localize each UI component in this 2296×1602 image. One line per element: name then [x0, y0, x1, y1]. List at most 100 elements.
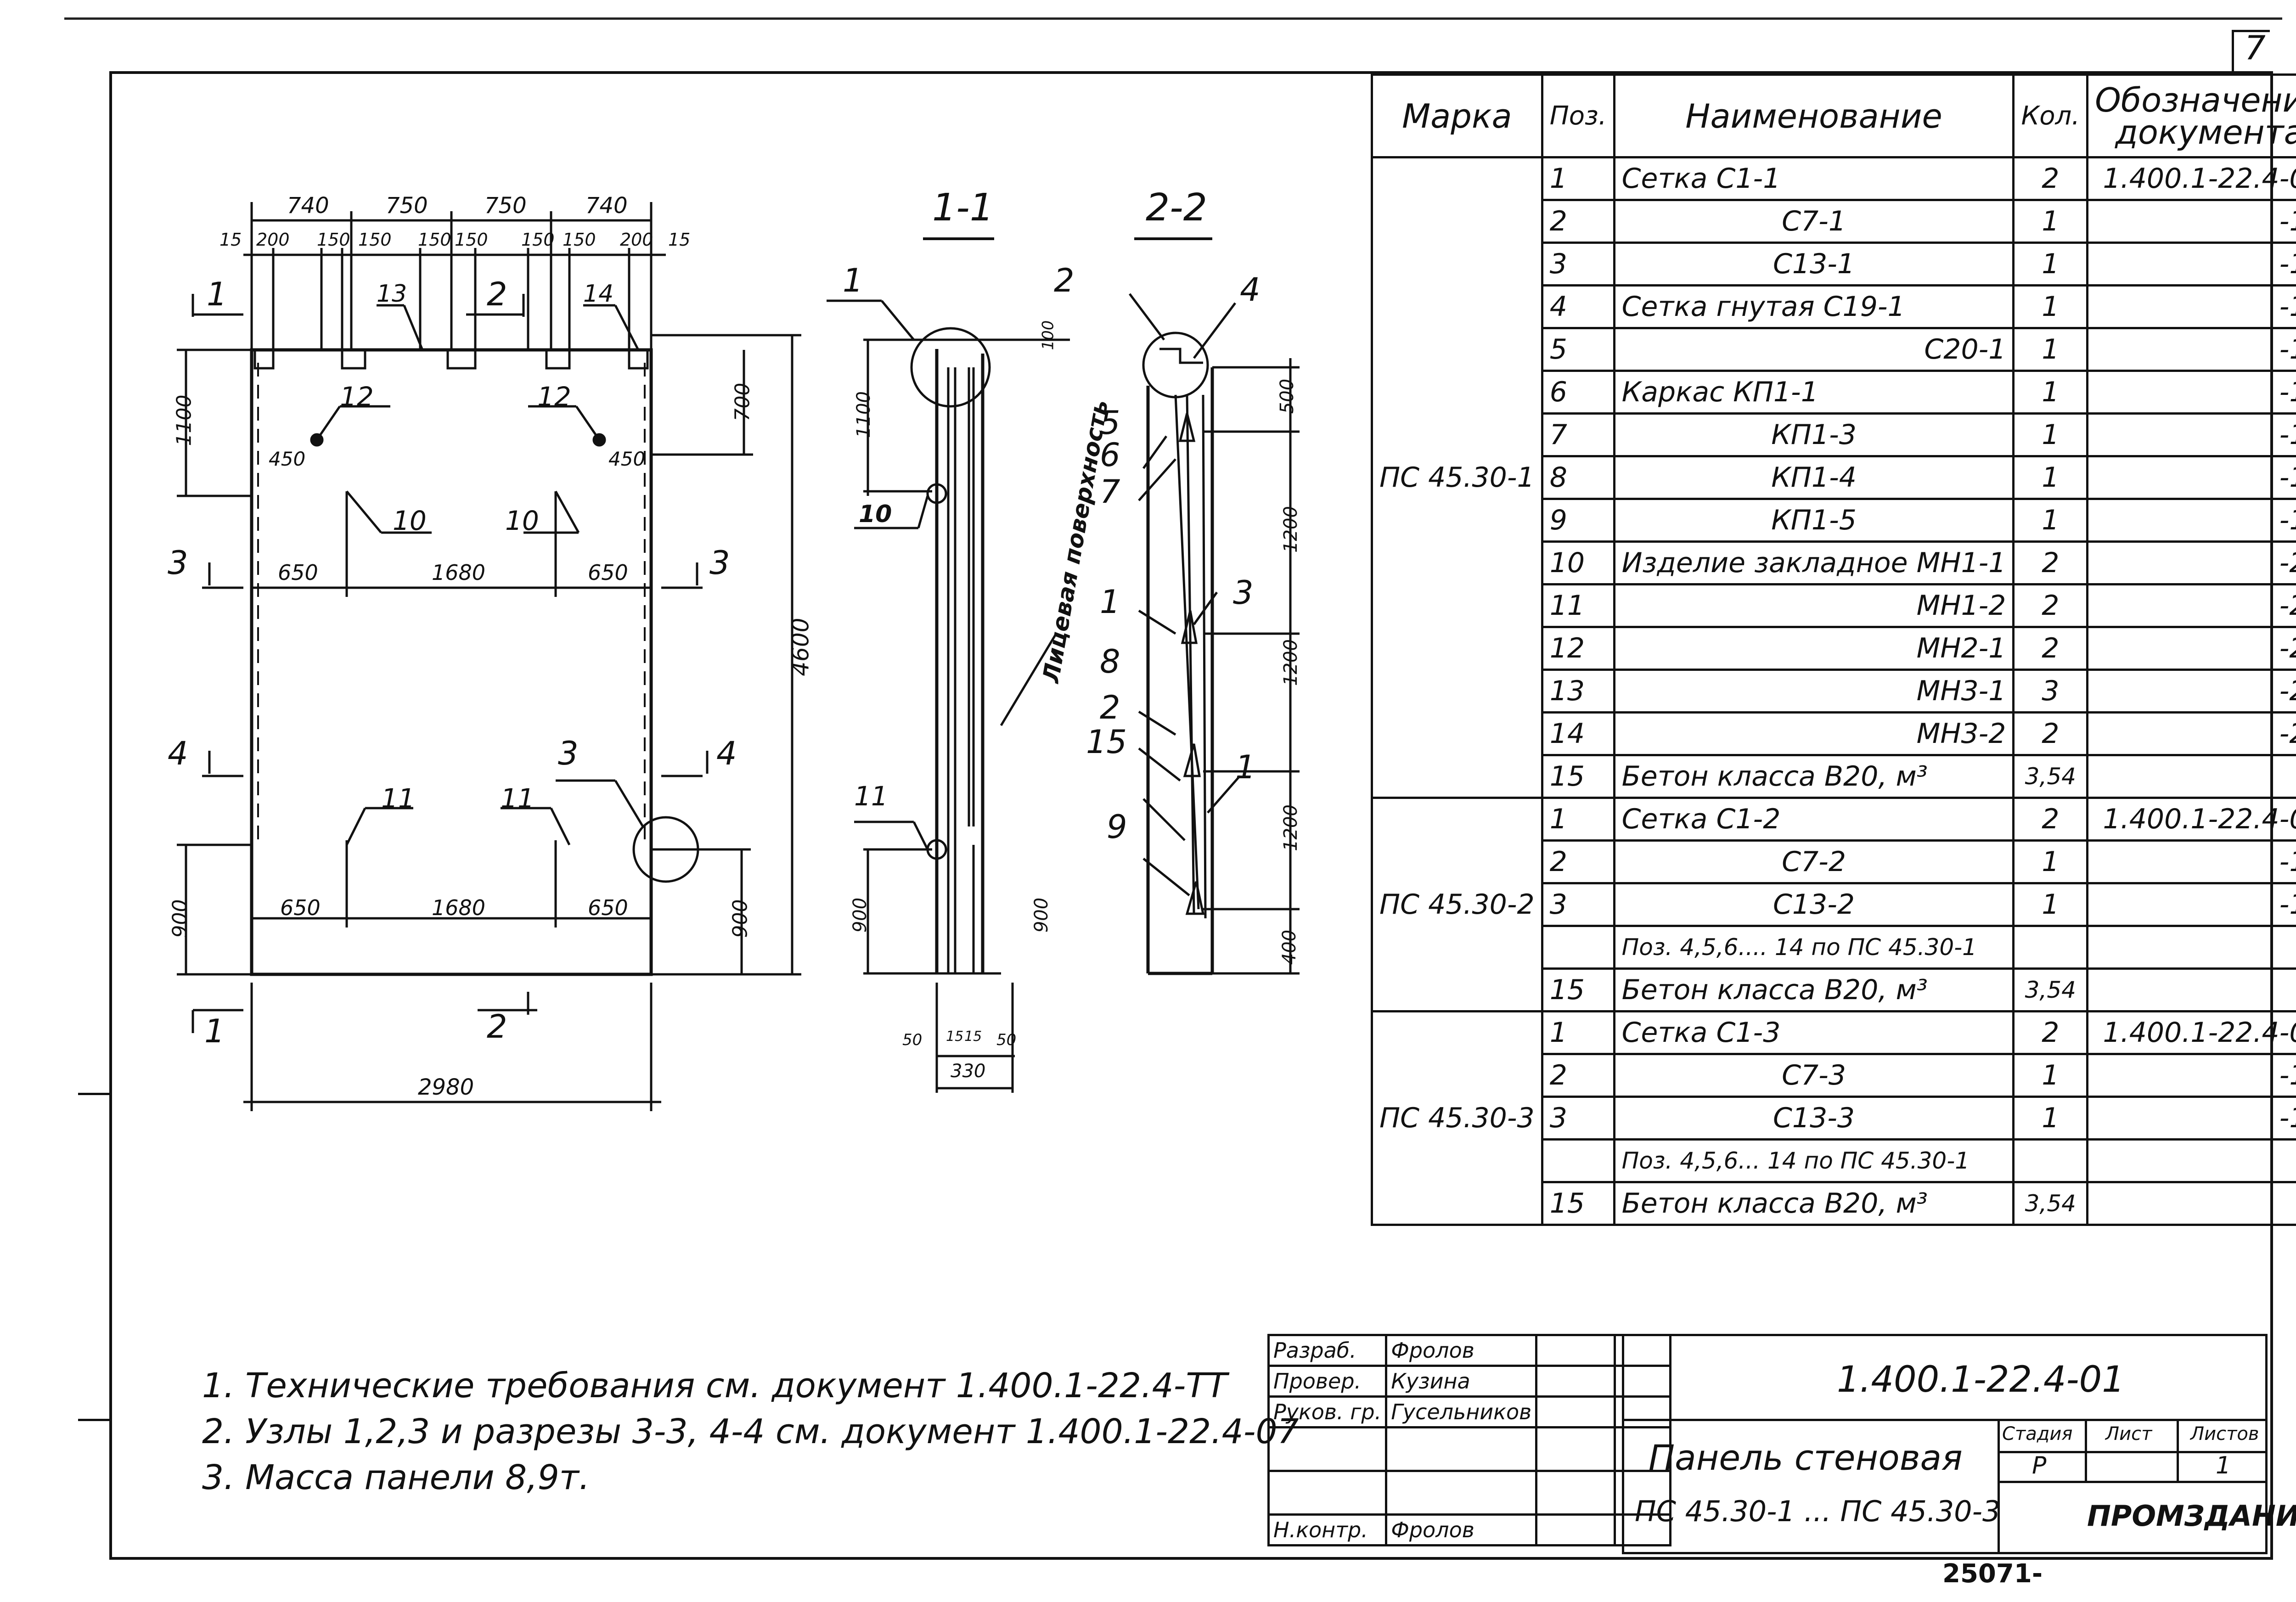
title-row: Руков. гр.Гусельников: [1267, 1395, 1672, 1428]
qty-cell: 2: [2012, 583, 2089, 628]
doc-cell: -22: [2086, 626, 2296, 671]
pos-cell: 15: [1541, 754, 1615, 799]
title-block-divider: [2085, 1419, 2087, 1481]
dim-sub: 15: [668, 230, 691, 250]
pos-cell: 7: [1541, 412, 1615, 457]
dim-900-right: 900: [728, 899, 752, 938]
doc-cell: -14: [2086, 882, 2296, 927]
callout-node-3: 3: [558, 735, 579, 772]
top-trim-line: [64, 17, 2282, 20]
sheets-value: 1: [2216, 1452, 2231, 1479]
qty-cell: 2: [2012, 540, 2089, 585]
dim-650: 650: [588, 560, 628, 585]
qty-cell: 2: [2012, 1010, 2089, 1055]
s2-dim-1200: 1200: [1280, 506, 1301, 553]
s2-callout-9: 9: [1107, 808, 1127, 846]
name-cell: КП1-3: [1613, 412, 2015, 457]
dim-1100: 1100: [172, 394, 196, 446]
title-row: Разраб.Фролов: [1267, 1334, 1672, 1367]
pos-cell: 15: [1541, 1181, 1615, 1226]
header-qty: Кол.: [2012, 73, 2089, 158]
dim-2980: 2980: [418, 1074, 474, 1100]
pos-cell: 12: [1541, 626, 1615, 671]
dim-sub: 150: [521, 230, 555, 250]
header-pos: Поз.: [1541, 73, 1615, 158]
pos-cell: 1: [1541, 1010, 1615, 1055]
marka-cell: ПС 45.30-1: [1371, 156, 1543, 799]
qty-cell: 3,54: [2012, 967, 2089, 1012]
name-cell: Сетка гнутая С19-1: [1613, 284, 2015, 329]
cut-3-right: 3: [709, 544, 730, 582]
sheet-number: 7: [2245, 28, 2266, 67]
dim-1680: 1680: [432, 895, 486, 920]
pos-cell: 6: [1541, 370, 1615, 415]
pos-cell: 3: [1541, 242, 1615, 287]
doc-cell: -22: [2086, 669, 2296, 714]
callout-10: 10: [505, 505, 539, 536]
s1-dim-1100: 1100: [853, 391, 874, 438]
qty-cell: 1: [2012, 1096, 2089, 1141]
table-row: 2С7-31-11: [1372, 1053, 2296, 1098]
callout-12: 12: [537, 381, 571, 412]
dim-sub: 150: [563, 230, 596, 250]
signature-cell: [1535, 1513, 1616, 1546]
name-cell: С7-3: [1613, 1053, 2015, 1098]
doc-cell: 1.400.1-22.4-08: [2086, 1010, 2296, 1055]
header-marka: Марка: [1371, 73, 1543, 158]
doc-cell: -14: [2086, 1096, 2296, 1141]
s2-dim-1200: 1200: [1280, 639, 1301, 686]
qty-cell: 3,54: [2012, 1181, 2089, 1226]
dim-top-750b: 750: [484, 193, 527, 219]
pos-cell: 11: [1541, 583, 1615, 628]
doc-cell: [2086, 967, 2296, 1012]
qty-cell: 1: [2012, 199, 2089, 244]
callout-11: 11: [501, 783, 535, 814]
dim-sub: 15: [219, 230, 242, 250]
qty-cell: 2: [2012, 626, 2089, 671]
pos-cell: 2: [1541, 839, 1615, 884]
s2-callout-2b: 2: [1100, 689, 1120, 726]
callout-13: 13: [377, 280, 407, 308]
sheet-number-box: [2232, 30, 2270, 73]
qty-cell: [2012, 1138, 2089, 1183]
table-row: Поз. 4,5,6... 14 по ПС 45.30-1: [1372, 1138, 2296, 1183]
doc-cell: -22: [2086, 711, 2296, 756]
s2-callout-8: 8: [1100, 643, 1120, 680]
doc-cell: [2086, 1181, 2296, 1226]
header-doc: Обозначение документа: [2086, 73, 2296, 158]
callout-12: 12: [340, 381, 374, 412]
cut-2-bottom: 2: [487, 1008, 507, 1046]
dim-sub: 200: [256, 230, 290, 250]
s2-callout-4: 4: [1240, 271, 1261, 309]
pos-cell: 5: [1541, 327, 1615, 372]
doc-cell: -19: [2086, 370, 2296, 415]
s1-dim-b3: 15: [964, 1029, 982, 1045]
doc-cell: -11: [2086, 1053, 2296, 1098]
title-block-divider: [2177, 1419, 2179, 1481]
note-1: 1. Технические требования см. документ 1…: [202, 1366, 1227, 1405]
dim-700: 700: [731, 382, 754, 422]
signature-cell: [1535, 1426, 1616, 1472]
sheets-label: Листов: [2190, 1423, 2259, 1445]
title-line-1: Панель стеновая: [1649, 1437, 1963, 1478]
dim-650: 650: [280, 895, 321, 920]
table-row: 2С7-21-11: [1372, 839, 2296, 884]
qty-cell: 1: [2012, 498, 2089, 543]
name-cell: КП1-5: [1613, 498, 2015, 543]
title-line-2: ПС 45.30-1 ... ПС 45.30-3: [1635, 1495, 2001, 1528]
dim-650: 650: [278, 560, 318, 585]
note-3: 3. Масса панели 8,9т.: [202, 1458, 590, 1497]
panel-drawing: [177, 202, 1300, 1111]
pos-cell: 8: [1541, 455, 1615, 500]
s2-dim-400: 400: [1279, 929, 1300, 965]
qty-cell: 2: [2012, 711, 2089, 756]
qty-cell: [2012, 925, 2089, 970]
